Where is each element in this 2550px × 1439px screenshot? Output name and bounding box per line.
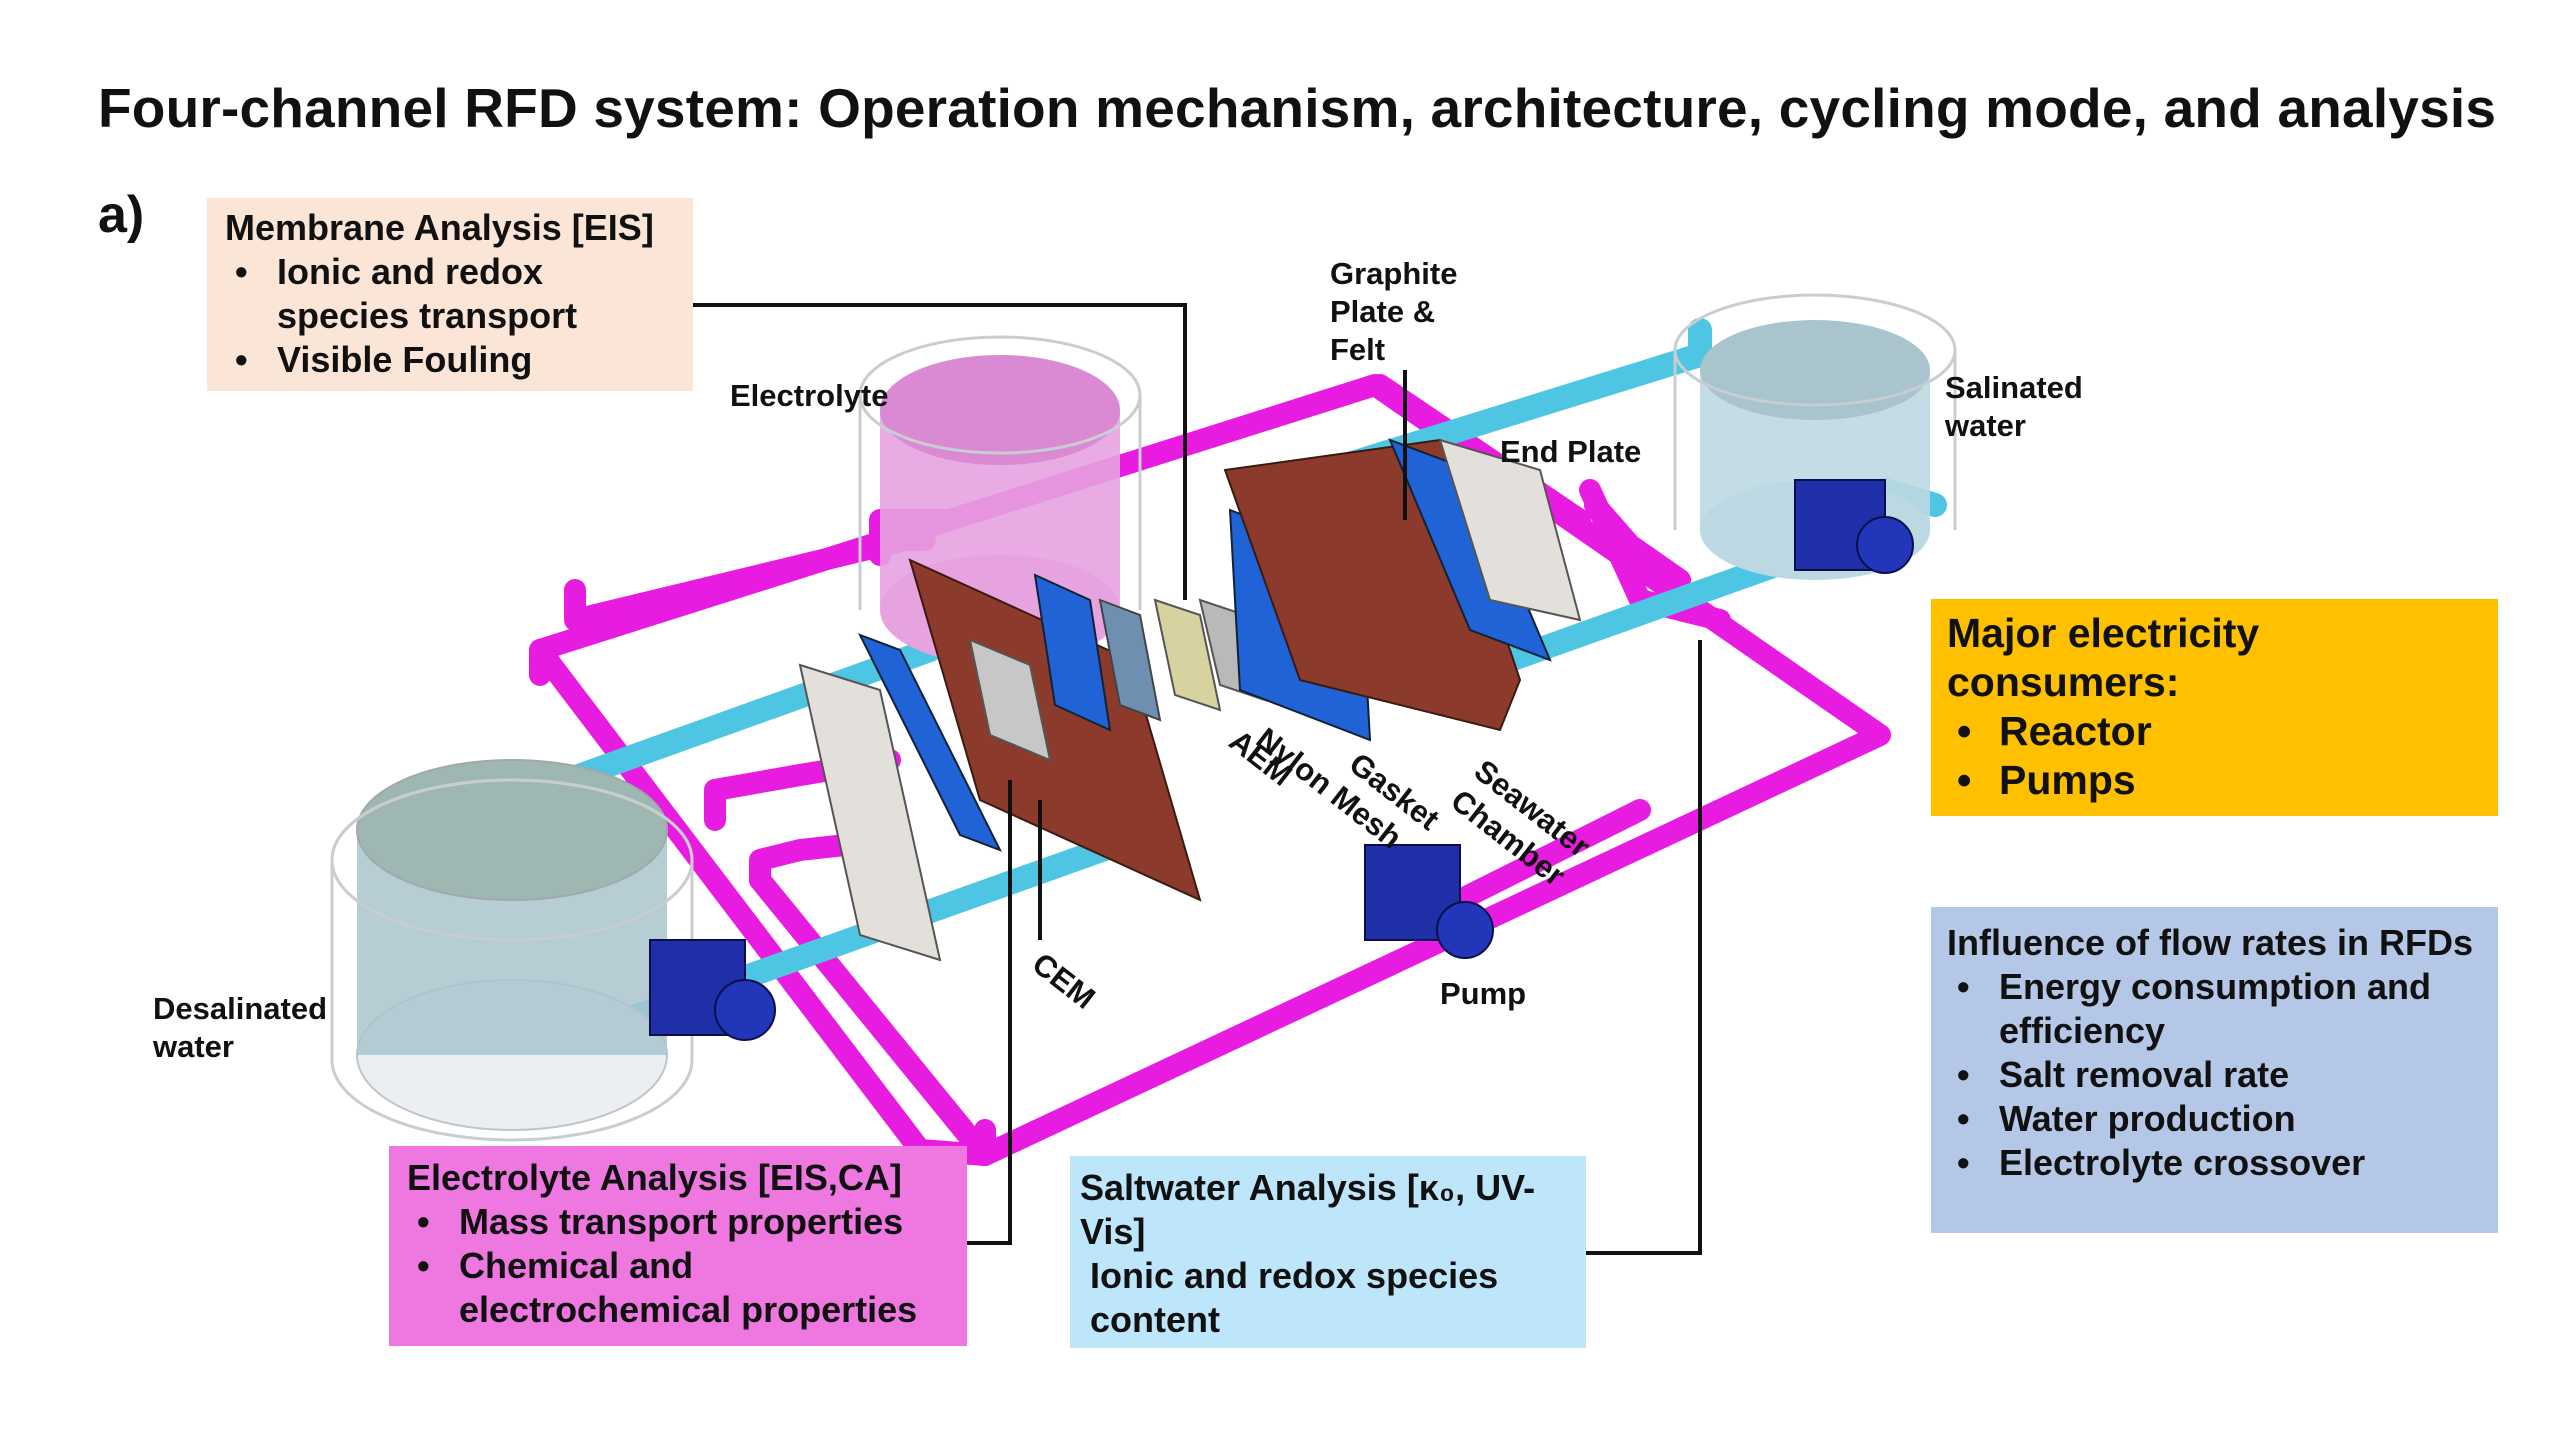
- page-title: Four-channel RFD system: Operation mecha…: [98, 77, 2497, 139]
- saltwater-analysis-box: Saltwater Analysis [κ₀, UV-Vis] Ionic an…: [1070, 1156, 1586, 1348]
- electrolyte-analysis-title: Electrolyte Analysis [EIS,CA]: [407, 1157, 902, 1198]
- flow-rates-box: Influence of flow rates in RFDs Energy c…: [1931, 907, 2498, 1233]
- flow-rates-item: Water production: [1947, 1097, 2482, 1141]
- desalinated-tank: [330, 759, 694, 1142]
- flow-rates-item: Electrolyte crossover: [1947, 1141, 2482, 1185]
- membrane-analysis-item: Ionic and redox species transport: [225, 250, 675, 338]
- major-consumers-item: Reactor: [1947, 707, 2482, 756]
- label-end-plate: End Plate: [1500, 434, 1642, 469]
- electrolyte-analysis-item: Chemical and electrochemical properties: [407, 1244, 949, 1332]
- pump-middle: [1364, 844, 1494, 959]
- saltwater-analysis-content: Ionic and redox species content: [1090, 1255, 1499, 1340]
- major-consumers-item: Pumps: [1947, 756, 2482, 805]
- pump-right: [1794, 479, 1914, 574]
- membrane-analysis-box: Membrane Analysis [EIS] Ionic and redox …: [207, 198, 693, 391]
- label-desalinated-water: Desalinated water: [153, 991, 328, 1064]
- flow-rates-item: Energy consumption and efficiency: [1947, 965, 2482, 1053]
- electrolyte-analysis-box: Electrolyte Analysis [EIS,CA] Mass trans…: [389, 1146, 967, 1346]
- right-stack: [1223, 438, 1582, 742]
- label-pump: Pump: [1440, 976, 1527, 1011]
- electrolyte-analysis-item: Mass transport properties: [407, 1200, 949, 1244]
- pump-left: [649, 939, 776, 1041]
- membrane-analysis-title: Membrane Analysis [EIS]: [225, 207, 654, 248]
- saltwater-analysis-title: Saltwater Analysis [κ₀, UV-Vis]: [1080, 1167, 1536, 1252]
- leader-lines: [693, 303, 1702, 1255]
- label-salinated-water: Salinated water: [1945, 370, 2083, 443]
- major-consumers-title: Major electricity consumers:: [1947, 610, 2260, 705]
- left-stack: [798, 558, 1267, 962]
- label-graphite-plate-felt: Graphite Plate & Felt: [1330, 256, 1458, 367]
- flow-rates-item: Salt removal rate: [1947, 1053, 2482, 1097]
- flow-rates-title: Influence of flow rates in RFDs: [1947, 922, 2474, 963]
- panel-label: a): [98, 186, 145, 244]
- label-electrolyte: Electrolyte: [730, 378, 889, 413]
- membrane-analysis-item: Visible Fouling: [225, 338, 675, 382]
- major-consumers-box: Major electricity consumers: Reactor Pum…: [1931, 599, 2498, 816]
